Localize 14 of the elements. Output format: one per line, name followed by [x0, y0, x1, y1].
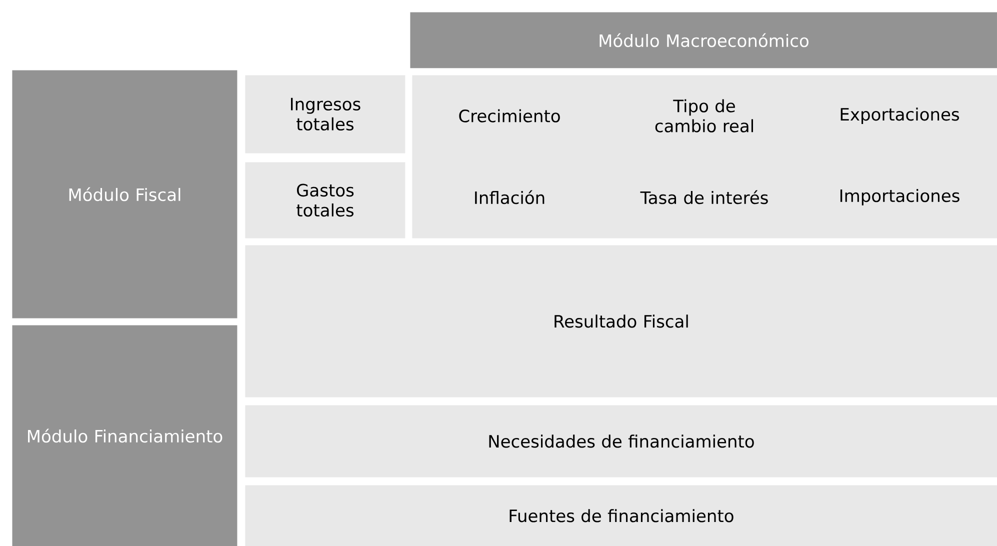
- variable-label: Importaciones: [840, 188, 960, 206]
- variable-box: Resultado Fiscal: [245, 245, 997, 398]
- module-header: Módulo Fiscal: [12, 70, 238, 318]
- variable-box: Necesidades de financiamiento: [245, 405, 997, 478]
- variable-label: Tipo de cambio real: [655, 99, 753, 132]
- variable-label: Crecimiento: [459, 109, 560, 122]
- variable-box: Ingresos totales: [245, 75, 406, 154]
- variable-box: Gastos totales: [245, 162, 406, 238]
- module-header: Módulo Macroeconómico: [410, 12, 997, 68]
- module-header: Módulo Financiamiento: [12, 325, 238, 546]
- variable-label: Tasa de interés: [640, 190, 768, 204]
- variable-box: Fuentes de financiamiento: [245, 485, 997, 546]
- variable-label: Inflación: [475, 190, 544, 204]
- variable-label: Exportaciones: [840, 108, 959, 124]
